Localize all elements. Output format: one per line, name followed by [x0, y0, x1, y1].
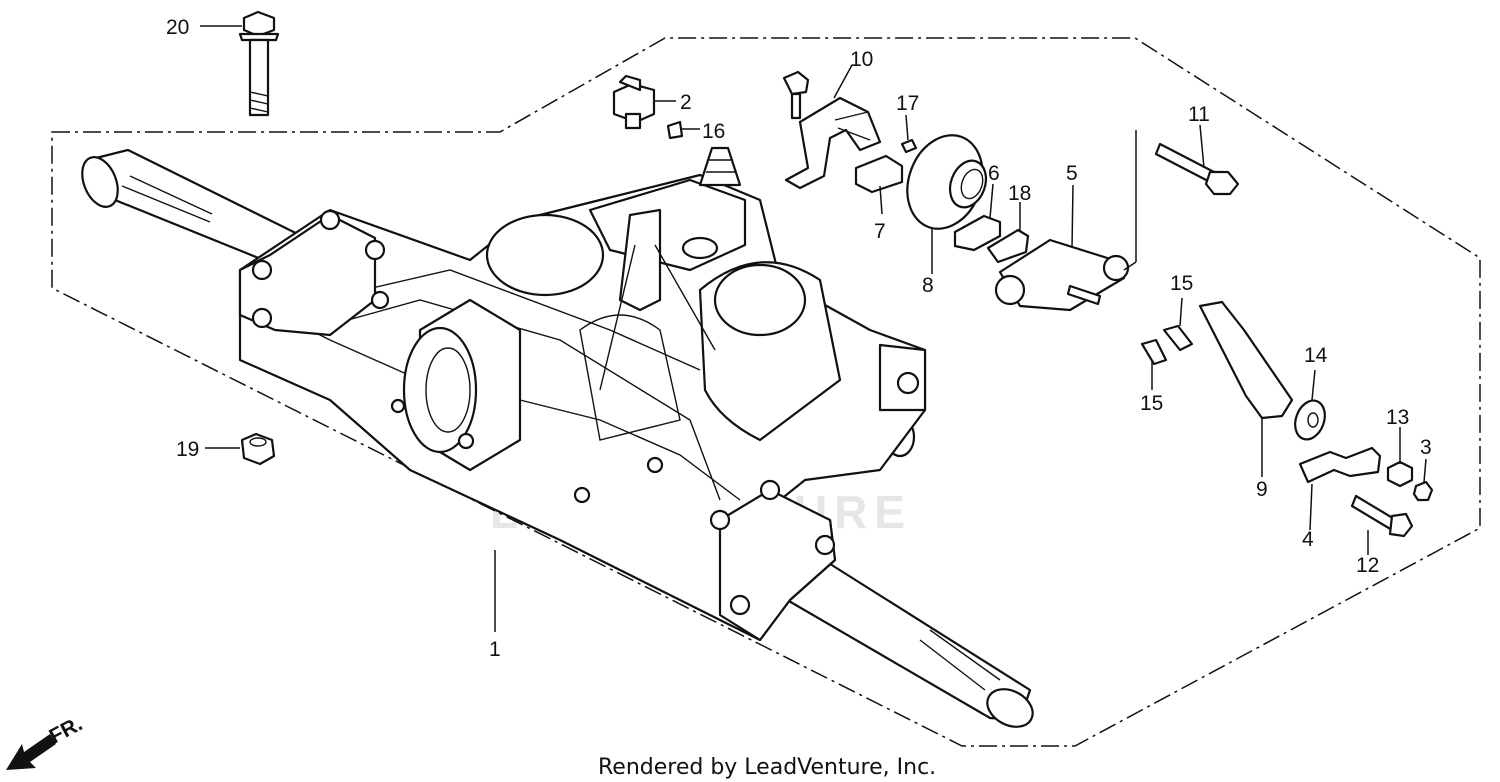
callout-16: 16 — [702, 120, 725, 143]
part-11-bolt — [1154, 142, 1240, 196]
part-17-key — [900, 138, 918, 154]
part-8-cam-disc — [906, 134, 988, 230]
front-arrow-icon — [6, 734, 56, 770]
part-10-bracket — [782, 70, 882, 190]
callout-17: 17 — [896, 92, 919, 115]
part-3-nut — [1412, 480, 1434, 502]
callout-5: 5 — [1066, 162, 1078, 185]
callout-2: 2 — [680, 91, 692, 114]
assembly-boundary — [51, 37, 1481, 747]
part-7-block — [854, 154, 904, 194]
callout-6: 6 — [988, 162, 1000, 185]
callout-11: 11 — [1188, 103, 1210, 126]
part-13-nut — [1386, 460, 1414, 488]
part-12-bolt — [1350, 494, 1414, 538]
callout-14: 14 — [1304, 344, 1328, 367]
callout-10: 10 — [850, 48, 873, 71]
part-18-plate — [986, 228, 1030, 264]
footer-credit: Rendered by LeadVenture, Inc. — [598, 755, 936, 780]
callout-12: 12 — [1356, 554, 1379, 577]
part-14-washer — [1294, 399, 1326, 441]
part-9-bracket — [1198, 300, 1294, 420]
part-5-shift-lever — [994, 238, 1130, 312]
leader-lines — [200, 25, 1427, 632]
callout-3: 3 — [1420, 436, 1432, 459]
callout-4: 4 — [1302, 528, 1314, 551]
part-15-pin-lower — [1140, 338, 1168, 366]
part-20-flange-bolt — [238, 10, 280, 117]
transmission-assembly — [81, 146, 1034, 728]
callout-15-upper: 15 — [1170, 272, 1193, 295]
callout-19: 19 — [176, 438, 199, 461]
part-19-flange-nut — [240, 432, 276, 466]
front-direction-indicator: FR. — [6, 712, 86, 770]
callout-9: 9 — [1256, 478, 1268, 501]
callout-13: 13 — [1386, 406, 1409, 429]
part-16-clip — [666, 120, 684, 140]
part-2-switch — [612, 74, 656, 130]
callout-15-lower: 15 — [1140, 392, 1163, 415]
part-4-bracket — [1298, 446, 1382, 484]
callout-20: 20 — [166, 16, 189, 39]
callout-18: 18 — [1008, 182, 1031, 205]
part-15-pin-upper — [1162, 324, 1194, 352]
callout-1: 1 — [489, 638, 501, 661]
gear-housing — [238, 146, 927, 642]
callout-8: 8 — [922, 274, 934, 297]
part-6-block — [953, 214, 1002, 252]
callout-labels: 20 2 16 10 17 6 18 5 11 7 8 15 15 14 13 … — [166, 16, 1432, 661]
callout-7: 7 — [874, 220, 886, 243]
